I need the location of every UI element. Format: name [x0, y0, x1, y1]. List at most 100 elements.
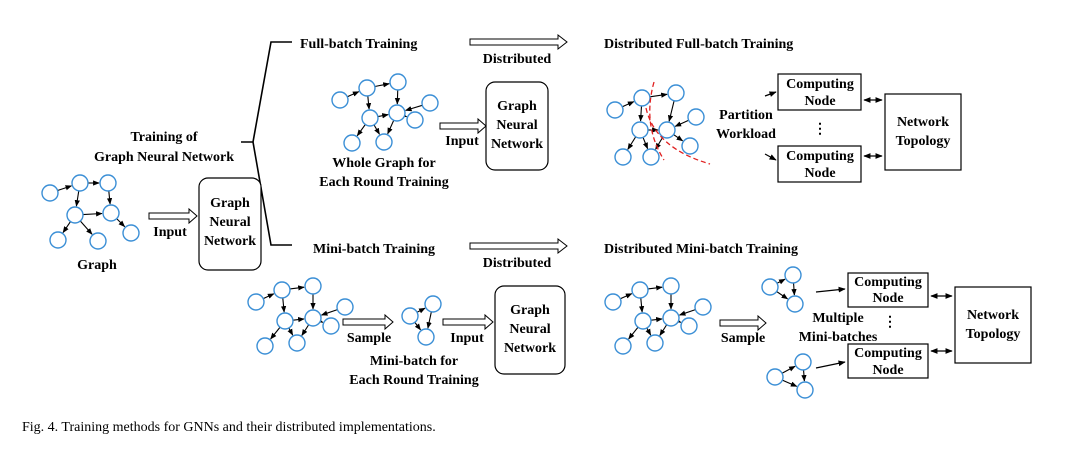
graph-node — [662, 309, 680, 327]
computing-node-box — [777, 145, 862, 183]
link-arrow — [815, 360, 846, 369]
input-arrow — [148, 207, 198, 225]
branch-bracket — [241, 41, 292, 246]
network-topology-label: Network — [897, 115, 949, 130]
graph-node — [256, 337, 274, 355]
partition-label: Workload — [716, 127, 776, 142]
graph-node — [66, 206, 84, 224]
partition-label: Partition — [719, 108, 773, 123]
graph-node — [331, 91, 349, 109]
gnn-box — [485, 81, 549, 171]
computing-node-label: Node — [804, 166, 835, 181]
graph-edge — [106, 190, 113, 205]
graph-edge — [62, 221, 71, 234]
graph-edge — [301, 324, 310, 336]
graph-node — [786, 295, 804, 313]
root-title: Graph Neural Network — [94, 150, 234, 165]
graph-node — [375, 133, 393, 151]
graph-edge — [638, 105, 644, 122]
graph-node — [658, 121, 676, 139]
graph-edge — [320, 309, 338, 316]
computing-node-label: Node — [872, 291, 903, 306]
graph-edge — [645, 327, 652, 336]
graph-node — [687, 108, 705, 126]
graph-node — [273, 281, 291, 299]
graph-node — [634, 312, 652, 330]
computing-node-label: Computing — [786, 149, 854, 164]
graph-node — [604, 293, 622, 311]
gnn-box-label: Graph — [497, 99, 537, 114]
graph-node — [343, 134, 361, 152]
graph-node — [388, 104, 406, 122]
graph-edge — [649, 92, 668, 98]
gnn-box-label: Graph — [210, 196, 250, 211]
graph-edge — [377, 113, 389, 119]
graph-edge — [776, 278, 786, 285]
graph-node — [642, 148, 660, 166]
graph-edge — [628, 326, 639, 340]
graph-node — [89, 232, 107, 250]
graph-edge — [776, 291, 789, 300]
graph-edge — [673, 134, 684, 142]
graph-edge — [678, 309, 696, 316]
graph-edge — [781, 365, 796, 374]
graph-edge — [280, 297, 287, 313]
network-topology-label: Topology — [896, 134, 951, 149]
graph-node — [304, 277, 322, 295]
gnn-box-label: Graph — [510, 303, 550, 318]
computing-node-label: Computing — [786, 77, 854, 92]
graph-node — [99, 174, 117, 192]
graph-node — [631, 281, 649, 299]
multiple-mini-batches-label: Mini-batches — [799, 330, 878, 345]
graph-node — [122, 224, 140, 242]
multiple-mini-batches-label: Multiple — [812, 311, 863, 326]
mini-batch-graph-bottom — [766, 353, 814, 399]
input-arrow — [439, 117, 487, 135]
graph-edge — [387, 120, 395, 135]
gnn-box-label: Neural — [509, 322, 550, 337]
graph-edge — [414, 322, 421, 331]
gnn-box-label: Neural — [209, 215, 250, 230]
input-label: Input — [445, 134, 479, 149]
graph-node — [694, 298, 712, 316]
network-topology-box — [884, 93, 962, 171]
computing-node-label: Node — [872, 363, 903, 378]
gnn-box-label: Network — [204, 234, 256, 249]
link-arrow — [815, 286, 846, 293]
graph-edge — [82, 211, 103, 217]
sample-label: Sample — [347, 331, 391, 346]
graph-edge — [347, 91, 360, 98]
graph-edge — [365, 95, 372, 110]
mini-batch-graph — [401, 295, 442, 346]
mini-batch-title: Mini-batch Training — [313, 242, 435, 257]
computing-node-label: Computing — [854, 275, 922, 290]
graph-node — [276, 312, 294, 330]
graph-edge — [57, 185, 73, 191]
link-arrow — [764, 153, 777, 161]
gnn-box-label: Network — [504, 341, 556, 356]
graph-node — [358, 79, 376, 97]
graph-edge — [622, 101, 635, 108]
graph-edge — [79, 220, 93, 235]
graph-edge — [426, 311, 432, 329]
graph-node — [304, 309, 322, 327]
gnn-box-label: Network — [491, 137, 543, 152]
network-topology-label: Network — [967, 308, 1019, 323]
graph-edge — [647, 285, 663, 291]
graph-edge — [627, 136, 637, 150]
graph-edge — [801, 369, 807, 382]
graph-edge — [263, 293, 275, 300]
graph-edge — [659, 324, 668, 336]
graph-edge — [674, 119, 689, 127]
graph-edge — [374, 82, 390, 88]
graph-node — [614, 148, 632, 166]
graph-node — [417, 328, 435, 346]
gnn-box — [494, 285, 566, 375]
input-graph — [41, 174, 140, 250]
sample-arrow — [719, 314, 767, 332]
figure-caption: Fig. 4. Training methods for GNNs and th… — [22, 420, 436, 435]
mini-batch-graph-top — [761, 266, 804, 313]
gnn-box — [198, 177, 262, 271]
dist-mini-source-graph — [604, 277, 712, 355]
graph-node — [680, 317, 698, 335]
